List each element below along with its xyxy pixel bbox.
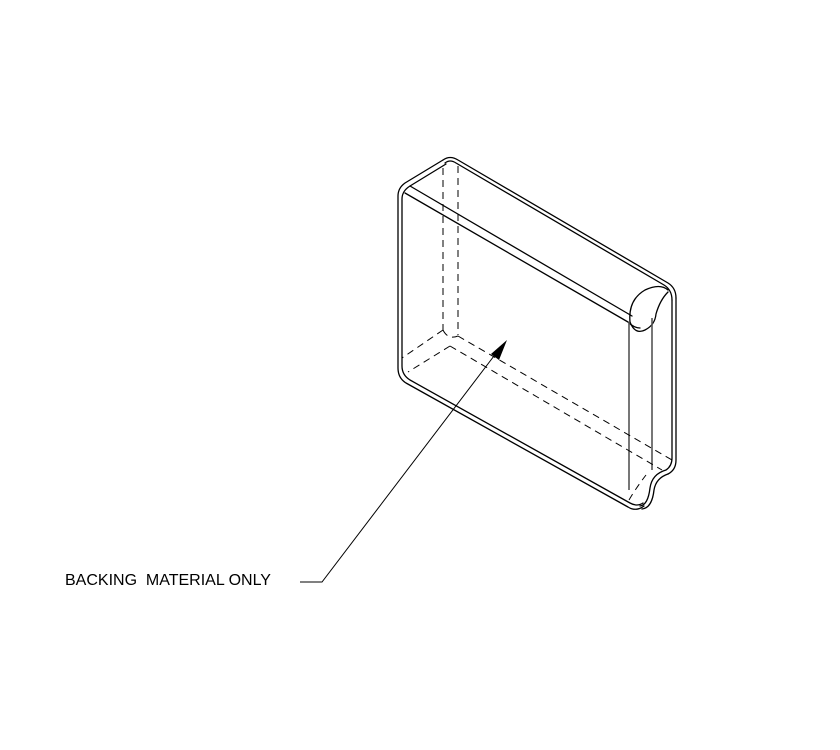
annotation-label: BACKING MATERIAL ONLY (65, 572, 271, 589)
leader-line (300, 340, 507, 583)
arrowhead-icon (491, 340, 507, 360)
visible-edges (397, 156, 677, 510)
